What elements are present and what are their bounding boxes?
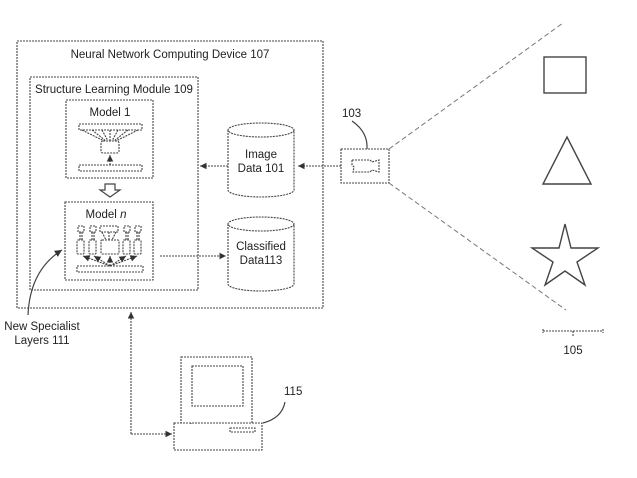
- fov-ray-top: [388, 22, 564, 150]
- transition-arrow-icon: [98, 183, 122, 198]
- model-1-box: Model 1: [65, 99, 154, 179]
- computing-device-title: Neural Network Computing Device 107: [71, 49, 270, 61]
- classified-data-label-line2: Data113: [240, 255, 283, 267]
- classified-data-store: Classified Data113: [227, 216, 295, 292]
- model-n-input-layer: [76, 265, 144, 273]
- specialist-layers-label-line2: Layers 111: [14, 335, 69, 347]
- structure-learning-module-box: Structure Learning Module 109: [29, 76, 199, 291]
- structure-learning-module-title: Structure Learning Module 109: [35, 84, 193, 96]
- computing-device-box: Neural Network Computing Device 107: [16, 40, 324, 309]
- model-1-connections: [81, 129, 139, 142]
- camera-leader-line: [351, 120, 368, 150]
- computer-ref-label: 115: [284, 386, 302, 398]
- camera-device: 103: [340, 108, 390, 184]
- model-n-connections: [82, 255, 138, 267]
- model-1-output-layer: [78, 123, 143, 131]
- objects-bracket: 105: [542, 329, 604, 357]
- specialist-layers-label-line1: New Specialist: [4, 321, 80, 333]
- specialist-layers-leader: [27, 249, 63, 316]
- model-1-title: Model 1: [90, 107, 131, 119]
- computer-leader-line: [262, 401, 286, 424]
- specialist-layer-nodes: [76, 225, 142, 255]
- image-data-label-line2: Data 101: [238, 163, 285, 175]
- computer-icon: [173, 356, 263, 451]
- classified-data-label-line1: Classified: [236, 241, 286, 253]
- image-data-label-line1: Image: [245, 149, 277, 161]
- triangle-object: [541, 135, 593, 185]
- square-object: [543, 56, 587, 94]
- camera-ref-label: 103: [342, 108, 361, 120]
- objects-ref-label: 105: [563, 345, 582, 357]
- star-object: [529, 223, 601, 287]
- model-1-hidden-node: [100, 140, 120, 154]
- model-1-input-layer: [78, 164, 143, 172]
- image-data-store: Image Data 101: [227, 122, 295, 198]
- camera-icon: [351, 159, 380, 173]
- model-n-title: Model n: [86, 209, 127, 221]
- fov-ray-bottom: [388, 182, 567, 311]
- model-n-box: Model n: [64, 201, 154, 281]
